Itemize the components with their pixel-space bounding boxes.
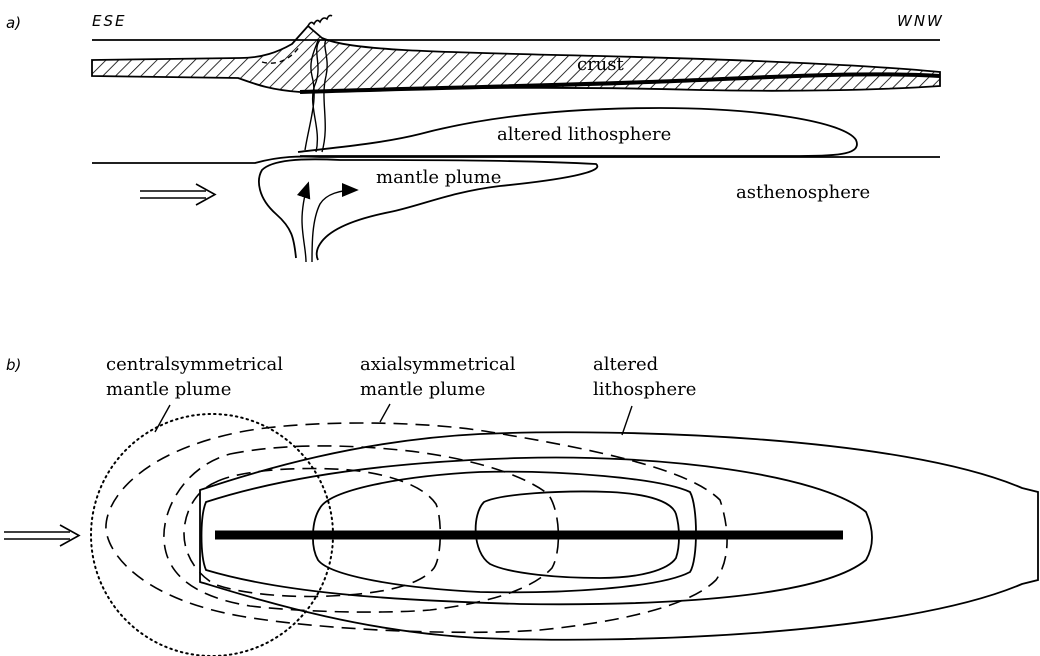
panel-a: a) ESE WNW crust [6, 12, 944, 263]
eruption-plume-icon [307, 14, 333, 27]
plate-motion-arrow-b [4, 524, 81, 547]
axial-contour-outer [105, 422, 728, 634]
altered-contour-core [474, 490, 680, 579]
mantle-plume-label: mantle plume [376, 167, 501, 188]
altered-lithosphere-outline [297, 107, 858, 157]
axialsymmetrical-label: axialsymmetrical [360, 354, 516, 375]
axial-contour-inner [183, 467, 442, 598]
direction-wnw-label: WNW [897, 12, 944, 30]
mantle-plume-outline [258, 158, 599, 261]
altered-lithosphere-b-label: altered [593, 354, 658, 375]
volcano-dashed-flank [261, 45, 301, 64]
axial-leader-line [379, 403, 391, 423]
altered-leader-line [621, 405, 633, 436]
altered-lithosphere-label: altered lithosphere [497, 124, 671, 145]
altered-lithosphere-b-label-line2: lithosphere [593, 379, 696, 400]
lithosphere-base-line [92, 155, 940, 164]
plume-flow-arrow [311, 183, 359, 263]
panel-a-tag: a) [6, 14, 21, 32]
axial-contour-mid [163, 445, 560, 613]
centralsymmetrical-label-line2: mantle plume [106, 379, 231, 400]
plume-stem-line [296, 181, 311, 263]
direction-ese-label: ESE [92, 12, 126, 30]
magma-conduits [304, 39, 328, 153]
crust-layer [91, 24, 941, 93]
axialsymmetrical-label-line2: mantle plume [360, 379, 485, 400]
crust-base-thick-line [299, 72, 941, 94]
asthenosphere-label: asthenosphere [736, 182, 870, 203]
centralsymmetrical-label: centralsymmetrical [106, 354, 283, 375]
crust-label: crust [577, 54, 625, 75]
plate-motion-arrow-a [140, 183, 217, 206]
panel-b: b) centralsymmetrical mantle plume axial… [4, 354, 1039, 656]
altered-contour-middle [200, 456, 873, 606]
altered-contour-inner [312, 470, 697, 594]
panel-b-tag: b) [6, 356, 21, 374]
